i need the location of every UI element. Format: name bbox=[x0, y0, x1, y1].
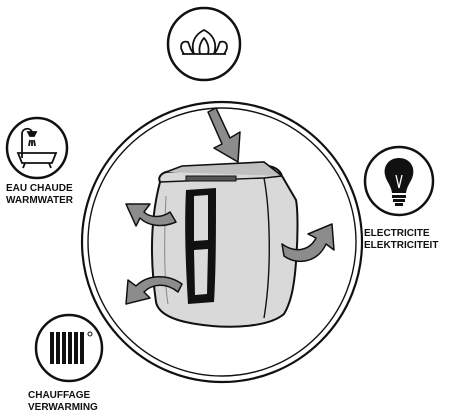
light-bulb-icon bbox=[384, 158, 414, 206]
bath-shower-icon bbox=[16, 127, 58, 169]
bath-icon-circle bbox=[5, 116, 69, 180]
arrow-out-left-lower bbox=[125, 276, 183, 305]
electricity-label-nl: ELEKTRICITEIT bbox=[364, 240, 439, 251]
radiator-icon-circle bbox=[34, 313, 104, 383]
hot-water-label-nl: WARMWATER bbox=[6, 195, 74, 206]
electricity-label: ELECTRICITE ELEKTRICITEIT bbox=[364, 228, 438, 252]
radiator-icon bbox=[50, 331, 93, 364]
flame-icon bbox=[180, 29, 228, 55]
main-circle bbox=[80, 100, 364, 384]
boiler-unit-icon bbox=[150, 161, 299, 328]
hot-water-label: EAU CHAUDE WARMWATER bbox=[6, 183, 73, 207]
arrow-in-top bbox=[207, 107, 241, 163]
arrow-out-right bbox=[281, 223, 335, 263]
bulb-icon-circle bbox=[363, 145, 435, 217]
heating-label-nl: VERWARMING bbox=[28, 402, 98, 413]
heating-label-fr: CHAUFFAGE bbox=[28, 390, 91, 401]
electricity-label-fr: ELECTRICITE bbox=[364, 228, 430, 239]
heating-label: CHAUFFAGE VERWARMING bbox=[28, 390, 98, 414]
hot-water-label-fr: EAU CHAUDE bbox=[6, 183, 73, 194]
flame-icon-circle bbox=[166, 6, 242, 82]
arrow-out-left-upper bbox=[125, 203, 177, 227]
